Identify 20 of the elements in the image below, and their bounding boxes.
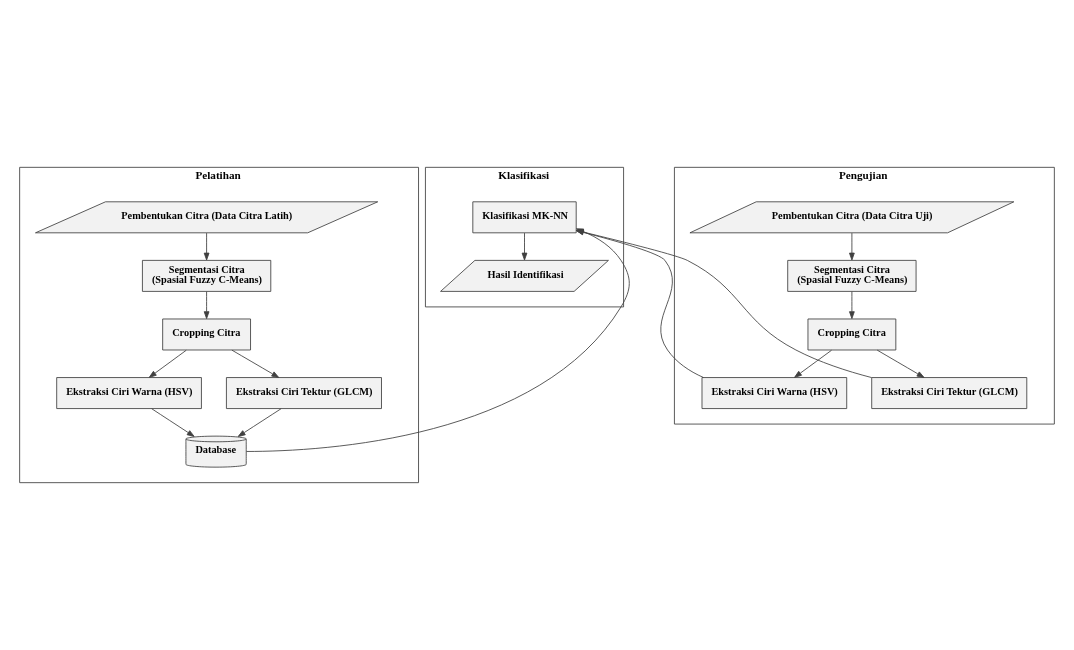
node-box: Ekstraksi Ciri Warna (HSV)	[701, 377, 848, 409]
node-box: Cropping Citra	[162, 318, 251, 351]
arrow	[151, 408, 195, 437]
arrow	[203, 232, 210, 261]
arrow	[849, 232, 855, 261]
node-box: Ekstraksi Ciri Tektur (GLCM)	[871, 377, 1028, 409]
arrow	[521, 232, 528, 261]
node-box: Cropping Citra	[807, 318, 897, 351]
arrow	[876, 349, 925, 378]
arrow	[231, 349, 280, 378]
arrow	[237, 408, 282, 437]
node-box: Ekstraksi Ciri Tektur (GLCM)	[226, 377, 382, 409]
node-box: Segmentasi Citra (Spasial Fuzzy C-Means)	[142, 259, 272, 292]
arrow	[203, 291, 210, 319]
node-box: Ekstraksi Ciri Warna (HSV)	[56, 377, 202, 409]
node-box: Klasifikasi MK-NN	[472, 201, 577, 234]
arrow	[794, 349, 832, 378]
node-box: Segmentasi Citra (Spasial Fuzzy C-Means)	[787, 259, 917, 292]
arrow	[148, 349, 187, 378]
arrow	[849, 291, 855, 319]
